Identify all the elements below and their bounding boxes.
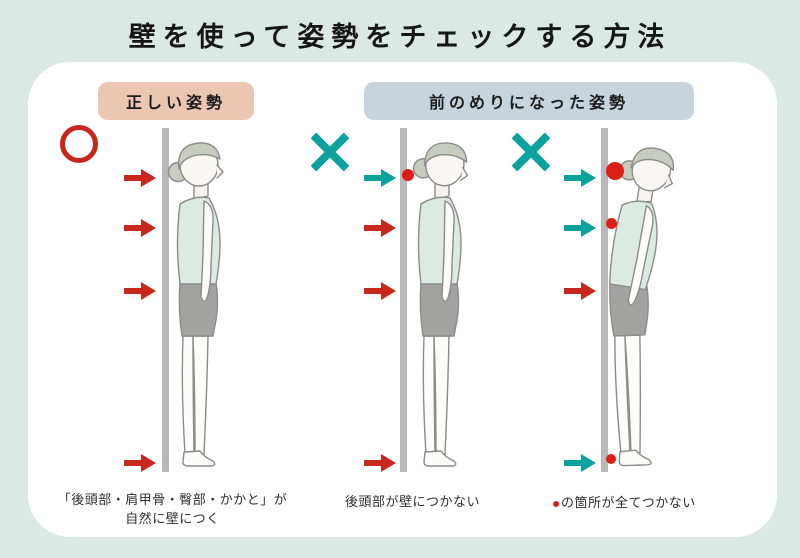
legs [609, 280, 652, 467]
head [412, 142, 469, 187]
caption-right: ●の箇所が全てつかない [552, 493, 767, 513]
label-forward-posture: 前のめりになった姿勢 [364, 82, 694, 120]
arrow-right-hip [564, 282, 596, 300]
red-dot-icon: ● [552, 495, 561, 511]
head [167, 142, 224, 187]
torso [608, 147, 675, 306]
caption-correct-line2: 自然に壁につく [125, 510, 220, 526]
torso [417, 179, 462, 302]
arrow-correct-shoulder [124, 219, 156, 237]
standing-woman-correct-illustration [167, 142, 224, 467]
standing-woman-leaning-forward-illustration [608, 147, 675, 467]
label-correct-posture: 正しい姿勢 [98, 82, 254, 120]
arrow-middle-shoulder [364, 219, 396, 237]
wall-bar [400, 128, 407, 472]
correct-circle-icon [60, 125, 98, 163]
arrow-middle-hip [364, 282, 396, 300]
wall-bar [601, 128, 608, 472]
legs [178, 281, 219, 467]
arrow-right-shoulder [564, 219, 596, 237]
caption-correct-line1: 「後頭部・肩甲骨・臀部・かかと」が [57, 492, 288, 507]
label-correct-posture-text: 正しい姿勢 [125, 95, 226, 112]
caption-right-text: の箇所が全てつかない [560, 495, 696, 510]
gap-dot-right-shoulder [606, 218, 617, 229]
page-title: 壁を使って姿勢をチェックする方法 [128, 22, 672, 52]
legs [419, 281, 460, 467]
gap-dot-right-head [606, 162, 624, 180]
caption-middle: 後頭部が壁につかない [344, 494, 480, 509]
gap-dot-right-heel [606, 454, 616, 464]
arrow-correct-head [124, 169, 156, 187]
torso [176, 179, 221, 302]
arrow-correct-hip [124, 282, 156, 300]
arrow-middle-heel [364, 454, 396, 472]
wrong-x-icon [310, 132, 350, 172]
standing-woman-head-forward-illustration [412, 142, 469, 467]
label-forward-posture-text: 前のめりになった姿勢 [428, 95, 629, 112]
caption-correct: 「後頭部・肩甲骨・臀部・かかと」が 自然に壁につく [40, 491, 305, 529]
arrow-right-heel [564, 454, 596, 472]
arrow-right-head [564, 169, 596, 187]
arrow-correct-heel [124, 454, 156, 472]
head [619, 147, 675, 192]
wall-bar [162, 128, 169, 472]
arrow-middle-head [364, 169, 396, 187]
gap-dot-middle-head [402, 169, 414, 181]
